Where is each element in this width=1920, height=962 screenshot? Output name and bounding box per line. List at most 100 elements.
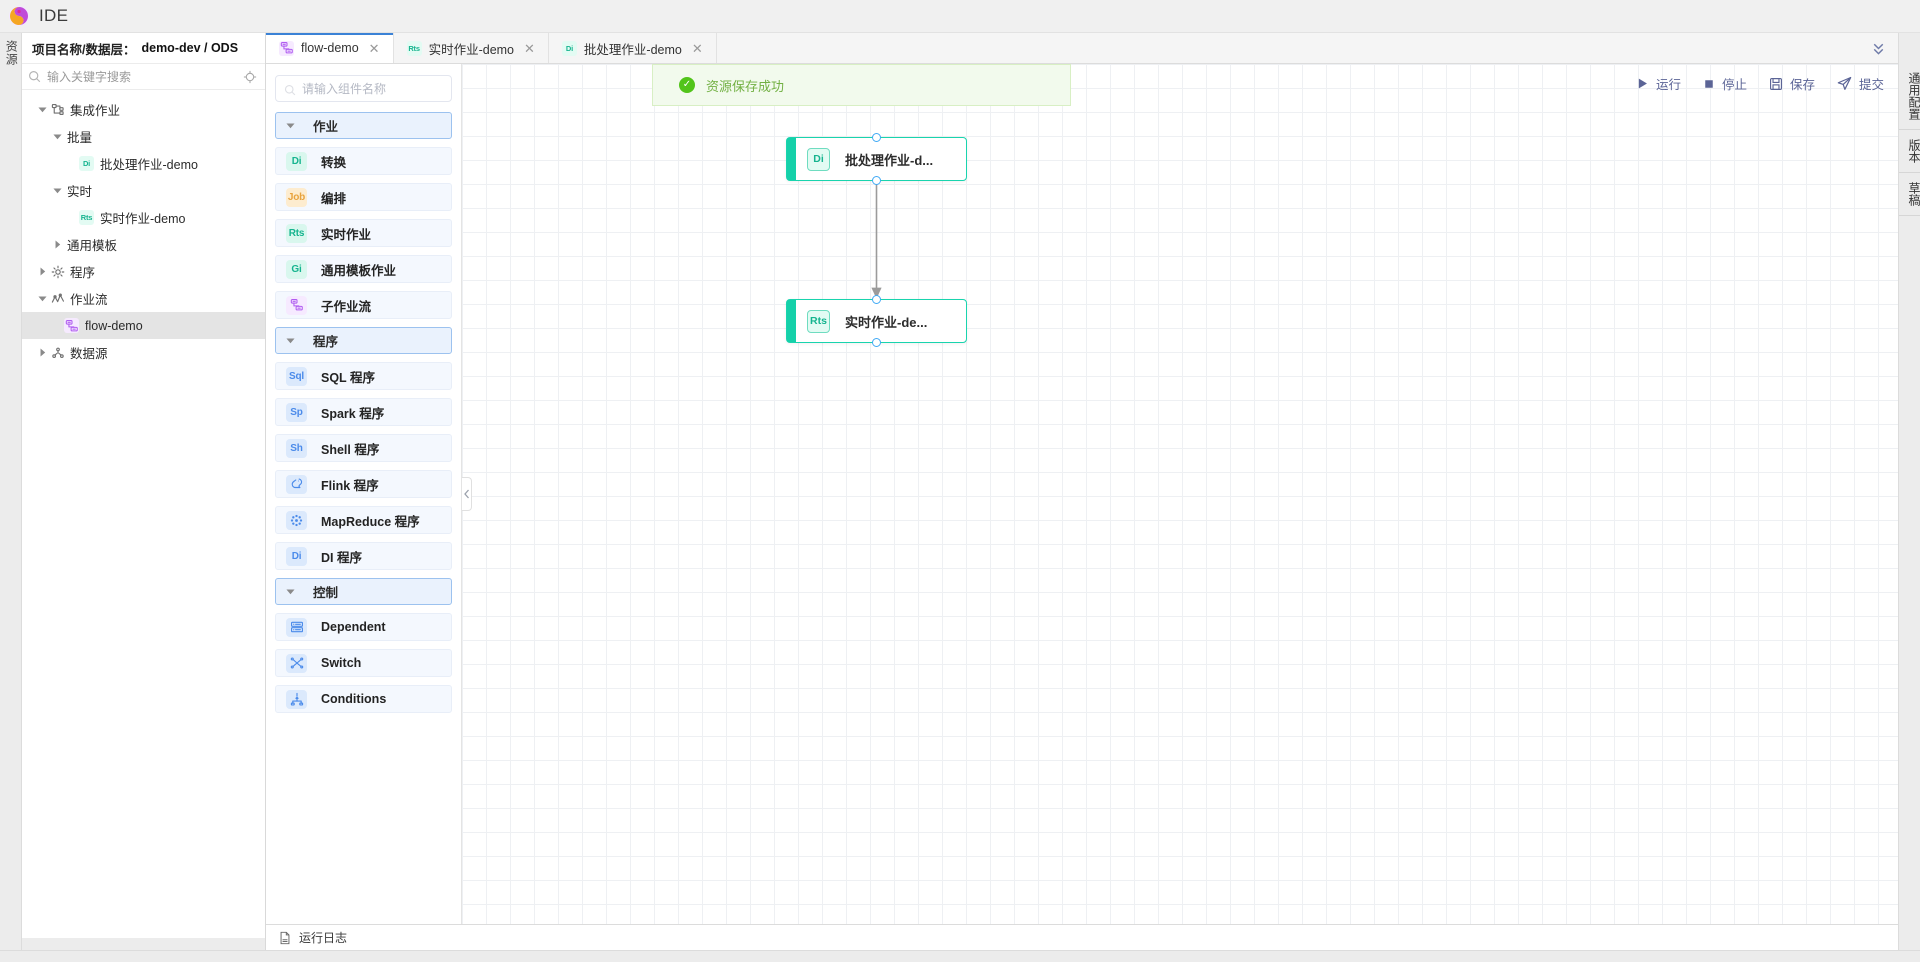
- toolbar-save-button[interactable]: 保存: [1769, 74, 1815, 93]
- run-log-bar[interactable]: 运行日志: [266, 924, 1898, 950]
- group-caret-icon[interactable]: [286, 587, 295, 596]
- tab-badge: [279, 40, 294, 56]
- toolbar-send-button[interactable]: 提交: [1837, 74, 1884, 93]
- palette-item-badge: Rts: [286, 223, 307, 243]
- tab-label: 实时作业-demo: [428, 42, 515, 57]
- tree-item-作业流[interactable]: 作业流: [22, 285, 265, 312]
- palette-item-子作业流[interactable]: 子作业流: [275, 291, 452, 319]
- palette-item-label: DI 程序: [321, 550, 362, 565]
- palette-group-作业[interactable]: 作业: [275, 112, 452, 139]
- palette-search-box: [275, 75, 452, 102]
- palette-item-label: 通用模板作业: [321, 263, 397, 278]
- palette-item-Flink-程序[interactable]: Flink 程序: [275, 470, 452, 498]
- tree-item-批量[interactable]: 批量: [22, 123, 265, 150]
- palette-item-Switch[interactable]: Switch: [275, 649, 452, 677]
- right-rail: 通用配置版本草稿: [1898, 33, 1920, 950]
- project-label: 项目名称/数据层：: [32, 42, 136, 57]
- palette-collapse-handle[interactable]: [462, 477, 472, 511]
- group-caret-icon[interactable]: [286, 336, 295, 345]
- palette-item-MapReduce-程序[interactable]: MapReduce 程序: [275, 506, 452, 534]
- right-rail-label: 通用配置: [1907, 72, 1920, 120]
- tree-caret-down-icon[interactable]: [51, 130, 64, 143]
- palette-item-badge: [286, 653, 307, 673]
- tree-caret-down-icon[interactable]: [36, 103, 49, 116]
- palette-item-badge: Di: [286, 151, 307, 171]
- save-icon: [1769, 77, 1783, 91]
- node-port-top[interactable]: [872, 295, 881, 304]
- crosshair-icon[interactable]: [243, 70, 257, 84]
- send-icon: [1837, 76, 1852, 91]
- palette-group-程序[interactable]: 程序: [275, 327, 452, 354]
- sidebar-search-input[interactable]: [47, 69, 237, 84]
- palette-item-badge: [286, 617, 307, 637]
- check-circle-icon: ✓: [679, 77, 695, 93]
- app-titlebar: IDE: [0, 0, 1920, 33]
- tree-item-集成作业[interactable]: 集成作业: [22, 96, 265, 123]
- app-title: IDE: [39, 6, 69, 25]
- left-rail-resource-tab[interactable]: 资源: [4, 40, 19, 66]
- right-rail-tab-版本[interactable]: 版本: [1899, 130, 1920, 173]
- right-rail-tab-通用配置[interactable]: 通用配置: [1899, 63, 1920, 130]
- palette-item-label: Shell 程序: [321, 442, 380, 457]
- save-success-toast: ✓ 资源保存成功: [652, 64, 1071, 106]
- palette-item-label: Flink 程序: [321, 478, 379, 493]
- project-header: 项目名称/数据层： demo-dev / ODS: [22, 33, 265, 64]
- close-icon[interactable]: ✕: [691, 40, 703, 56]
- tree-item-实时[interactable]: 实时: [22, 177, 265, 204]
- group-caret-icon[interactable]: [286, 121, 295, 130]
- double-chevron-down-icon[interactable]: [1858, 33, 1898, 63]
- node-port-top[interactable]: [872, 133, 881, 142]
- node-port-bottom[interactable]: [872, 338, 881, 347]
- tree-caret-right-icon[interactable]: [36, 346, 49, 359]
- palette-item-Dependent[interactable]: Dependent: [275, 613, 452, 641]
- tree-caret-right-icon[interactable]: [51, 238, 64, 251]
- page-footer-strip: [0, 950, 1920, 962]
- tree-caret-down-icon[interactable]: [36, 292, 49, 305]
- node-accent-stripe: [787, 138, 796, 180]
- tree-item-label: 数据源: [70, 347, 108, 361]
- tab-label: 批处理作业-demo: [583, 42, 682, 57]
- swirl-logo-icon: [8, 5, 30, 27]
- toolbar-button-label: 运行: [1655, 78, 1681, 92]
- left-rail: 资源: [0, 33, 22, 950]
- tree-item-flow-demo[interactable]: flow-demo: [22, 312, 265, 339]
- tree-item-程序[interactable]: 程序: [22, 258, 265, 285]
- close-icon[interactable]: ✕: [524, 40, 535, 56]
- right-rail-tab-草稿[interactable]: 草稿: [1899, 173, 1920, 216]
- palette-group-控制[interactable]: 控制: [275, 578, 452, 605]
- tree-caret-down-icon[interactable]: [51, 184, 64, 197]
- toolbar-stop-button[interactable]: 停止: [1703, 74, 1747, 93]
- tree-caret-right-icon[interactable]: [36, 265, 49, 278]
- tree-item-badge: Di: [79, 156, 94, 171]
- tree-item-通用模板[interactable]: 通用模板: [22, 231, 265, 258]
- tree-item-数据源[interactable]: 数据源: [22, 339, 265, 366]
- search-icon: [284, 83, 296, 95]
- editor-tab-flow-demo[interactable]: flow-demo✕: [266, 33, 394, 63]
- toast-text: 资源保存成功: [706, 78, 785, 94]
- tree-item-label: 程序: [70, 266, 96, 280]
- palette-item-Conditions[interactable]: Conditions: [275, 685, 452, 713]
- palette-item-label: Conditions: [321, 692, 387, 706]
- tree-item-label: 批量: [67, 131, 93, 145]
- palette-item-badge: [286, 295, 307, 315]
- palette-search-input[interactable]: [302, 81, 443, 96]
- toolbar-play-button[interactable]: 运行: [1636, 74, 1681, 93]
- node-port-bottom[interactable]: [872, 176, 881, 185]
- close-icon[interactable]: ✕: [368, 40, 380, 56]
